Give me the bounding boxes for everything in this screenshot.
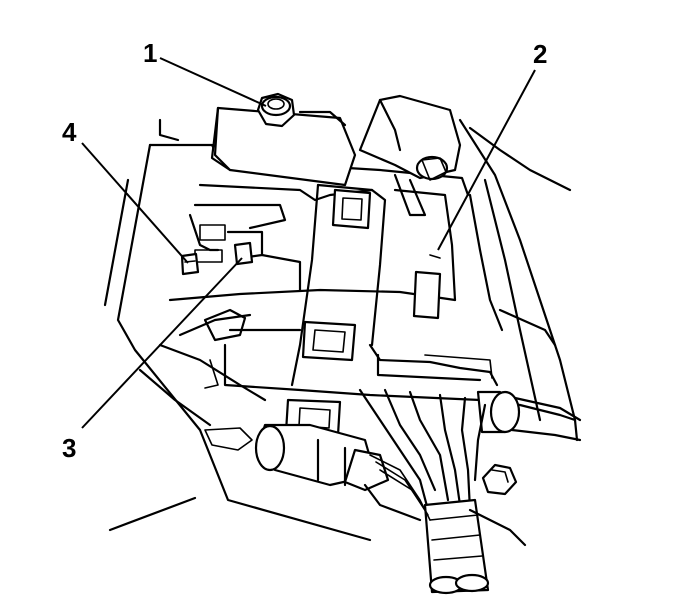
mounting-bracket-right	[358, 94, 462, 217]
bolt-1	[256, 92, 296, 128]
leader-line-4	[81, 142, 189, 264]
leader-line-1	[159, 57, 267, 107]
callout-4: 4	[62, 117, 77, 147]
leader-line-3	[81, 257, 243, 429]
leader-line-2	[437, 69, 536, 251]
clamp-plate	[210, 106, 357, 187]
callout-3: 3	[62, 433, 76, 463]
callout-2: 2	[533, 39, 547, 69]
callout-1: 1	[143, 38, 157, 68]
wiring-harness	[358, 388, 527, 595]
nut-lower-right	[481, 463, 518, 496]
tab-3	[233, 241, 254, 266]
tab-4	[180, 252, 200, 276]
side-plug-connector	[254, 398, 431, 522]
harness-tube	[476, 390, 582, 442]
module-housing	[103, 118, 470, 542]
